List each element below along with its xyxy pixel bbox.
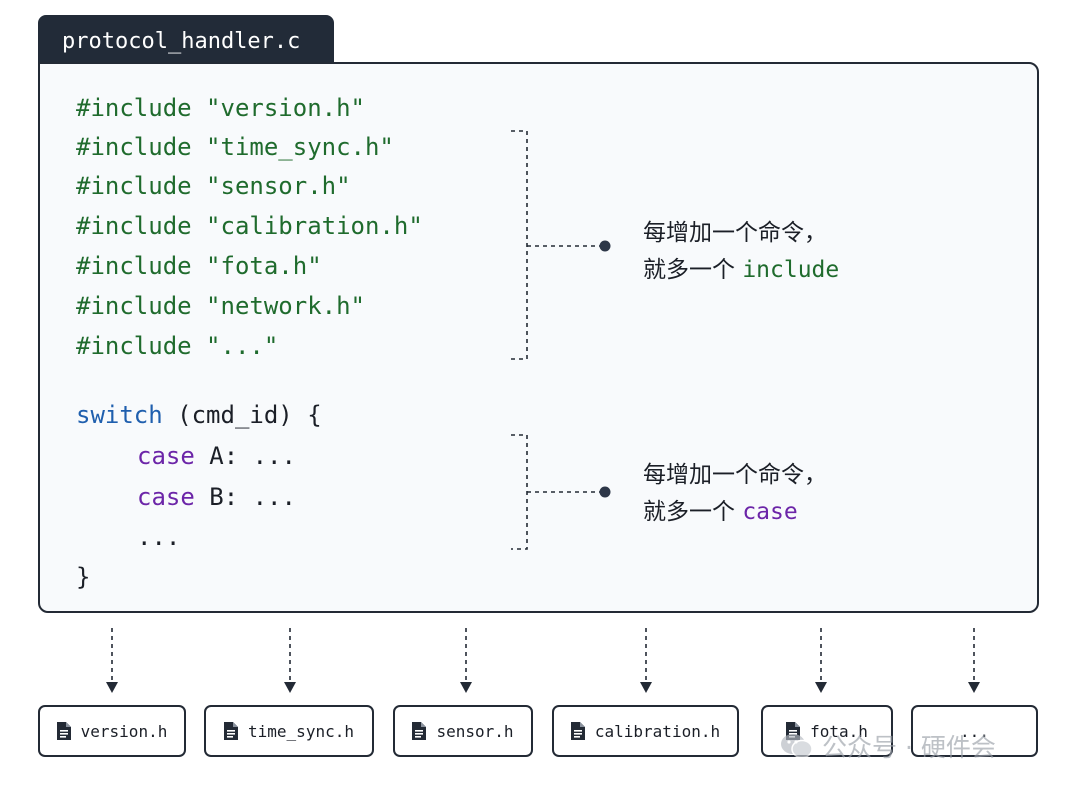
file-box-sensor[interactable]: sensor.h	[393, 705, 533, 757]
case-bracket	[511, 434, 528, 550]
annotation-keyword-include: include	[742, 257, 840, 283]
case-line-b: case B: ...	[137, 482, 296, 512]
document-icon	[56, 722, 71, 740]
include-line-calibration: #include "calibration.h"	[76, 212, 423, 240]
wechat-icon	[781, 734, 813, 759]
document-icon	[412, 722, 427, 740]
include-bracket	[511, 130, 528, 360]
case-keyword: case	[137, 483, 195, 511]
include-connector-dot	[599, 240, 611, 252]
code-panel	[38, 62, 1039, 613]
file-label: fota.h	[810, 721, 868, 741]
annotation-line-1: 每增加一个命令，	[643, 462, 827, 488]
case-keyword: case	[137, 442, 195, 470]
include-line-version: #include "version.h"	[76, 94, 365, 122]
file-label: time_sync.h	[248, 721, 354, 741]
file-label: calibration.h	[594, 721, 721, 741]
file-box-calibration[interactable]: calibration.h	[552, 705, 739, 757]
file-tab-title: protocol_handler.c	[62, 28, 301, 54]
closing-brace: }	[76, 563, 91, 591]
annotation-line-1: 每增加一个命令，	[643, 220, 827, 246]
watermark-text: 公众号 · 硬件会	[822, 733, 996, 762]
include-line-network: #include "network.h"	[76, 292, 365, 320]
file-box-more[interactable]: ...	[911, 705, 1038, 757]
case-connector-dot	[599, 486, 611, 498]
case-label: B: ...	[194, 483, 296, 511]
include-line-fota: #include "fota.h"	[76, 252, 322, 280]
watermark: 公众号 · 硬件会	[780, 728, 996, 764]
file-label: version.h	[80, 721, 168, 741]
file-label: ...	[960, 721, 989, 741]
case-line-a: case A: ...	[137, 441, 296, 471]
file-box-version[interactable]: version.h	[38, 705, 186, 757]
switch-expression: (cmd_id) {	[162, 401, 322, 429]
document-icon	[570, 722, 585, 740]
case-annotation: 每增加一个命令， 就多一个 case	[643, 457, 827, 531]
annotation-line-2-prefix: 就多一个	[643, 499, 743, 525]
file-box-time-sync[interactable]: time_sync.h	[204, 705, 374, 757]
case-label: A: ...	[194, 442, 296, 470]
include-annotation: 每增加一个命令， 就多一个 include	[643, 215, 839, 289]
case-ellipsis: ...	[137, 523, 181, 551]
file-tab[interactable]: protocol_handler.c	[38, 15, 334, 67]
annotation-line-2-prefix: 就多一个	[643, 257, 743, 283]
switch-keyword: switch	[76, 401, 163, 429]
annotation-keyword-case: case	[742, 499, 798, 525]
include-line-more: #include "..."	[76, 332, 279, 360]
include-line-time-sync: #include "time_sync.h"	[76, 133, 394, 161]
include-line-sensor: #include "sensor.h"	[76, 172, 351, 200]
document-icon	[224, 722, 239, 740]
file-label: sensor.h	[436, 721, 514, 741]
switch-line: switch (cmd_id) {	[76, 400, 322, 430]
